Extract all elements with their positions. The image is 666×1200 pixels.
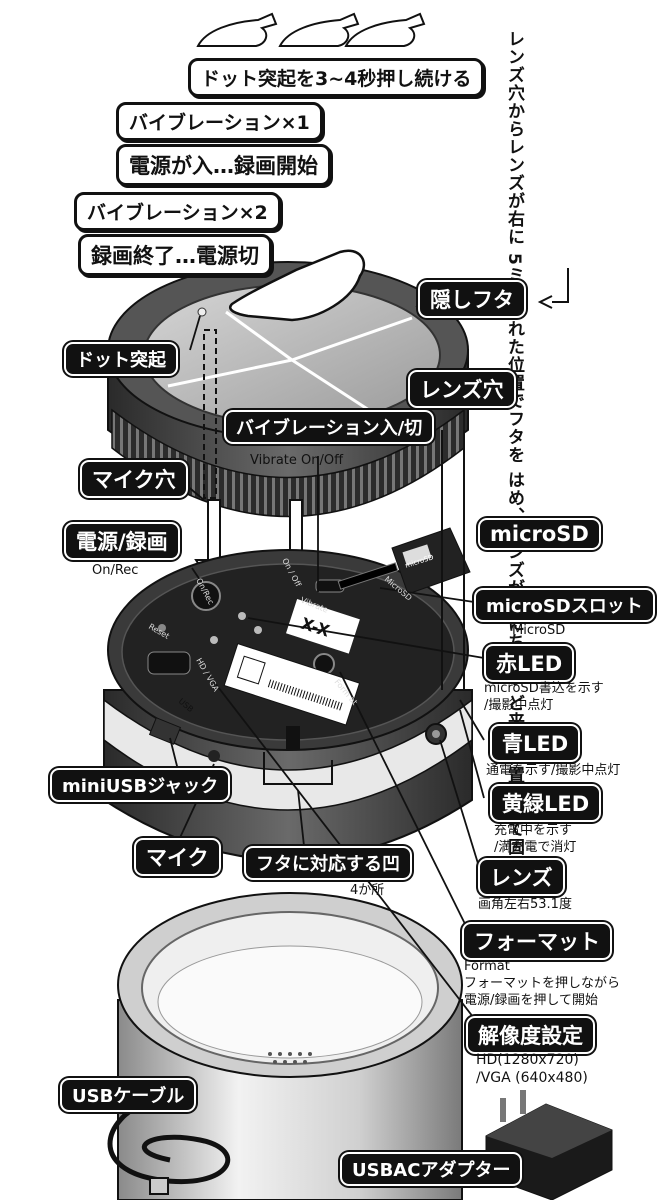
hidden-lid-label: 隠しフタ: [418, 280, 526, 318]
yg-led-note-1: 充電中を示す: [494, 823, 573, 838]
lid-notch-note: 4か所: [350, 883, 385, 898]
format-label: フォーマット: [462, 922, 612, 960]
lens-hole-note-line-1: レンズ穴からレンズが右に: [504, 30, 524, 246]
power-rec-en: On/Rec: [92, 563, 139, 578]
yg-led-label: 黄緑LED: [490, 784, 602, 822]
microsd-card-illustration: [391, 527, 471, 595]
format-note-3: 電源/録画を押して開始: [464, 993, 598, 1008]
vibration-x1-label: バイブレーション×1: [116, 102, 323, 141]
vibration-switch-label: バイブレーション入/切: [224, 410, 435, 444]
vibration-x2-label: バイブレーション×2: [74, 192, 281, 231]
red-led-label: 赤LED: [484, 644, 575, 682]
resolution-note-1: HD(1280x720): [476, 1052, 579, 1068]
format-note-1: Format: [464, 959, 510, 974]
cup-illustration: [117, 892, 463, 1200]
miniusb-label: miniUSBジャック: [50, 768, 231, 802]
usbac-adapter-label: USBACアダプター: [340, 1152, 523, 1186]
microsd-label: microSD: [478, 518, 601, 550]
base-illustration: [103, 549, 473, 861]
usb-cable-label: USBケーブル: [60, 1078, 197, 1112]
yg-led-note-2: /満充電で消灯: [494, 840, 577, 855]
lens-label: レンズ: [478, 858, 565, 896]
mic-label: マイク: [134, 838, 221, 876]
power-rec-label: 電源/録画: [64, 522, 180, 560]
blue-led-note: 通電を示す/撮影中点灯: [486, 763, 621, 778]
dot-press-label: ドット突起を3~4秒押し続ける: [188, 58, 485, 97]
power-on-label: 電源が入…録画開始: [116, 144, 331, 186]
leader-lines: [169, 305, 485, 1027]
mic-hole-label: マイク穴: [80, 460, 188, 498]
lens-hole-label: レンズ穴: [408, 370, 516, 408]
power-off-label: 録画終了…電源切: [78, 234, 272, 276]
lens-note: 画角左右53.1度: [478, 897, 572, 912]
lid-notch-label: フタに対応する凹: [244, 846, 412, 880]
vibration-switch-en: Vibrate On/Off: [250, 453, 344, 468]
red-led-note-2: /撮影中点灯: [484, 698, 554, 713]
resolution-note-2: /VGA (640x480): [476, 1070, 588, 1086]
format-note-2: フォーマットを押しながら: [464, 976, 621, 991]
dot-label: ドット突起: [64, 342, 178, 376]
red-led-note-1: microSD書込を示す: [484, 681, 604, 696]
resolution-label: 解像度設定: [466, 1016, 595, 1054]
microsd-slot-label: microSDスロット: [474, 588, 655, 622]
cap-illustration: [107, 249, 469, 518]
hand-icons: [196, 12, 426, 47]
blue-led-label: 青LED: [490, 724, 581, 762]
usb-cable-illustration: [107, 1097, 231, 1195]
microsd-slot-en: MicroSD: [512, 623, 566, 638]
